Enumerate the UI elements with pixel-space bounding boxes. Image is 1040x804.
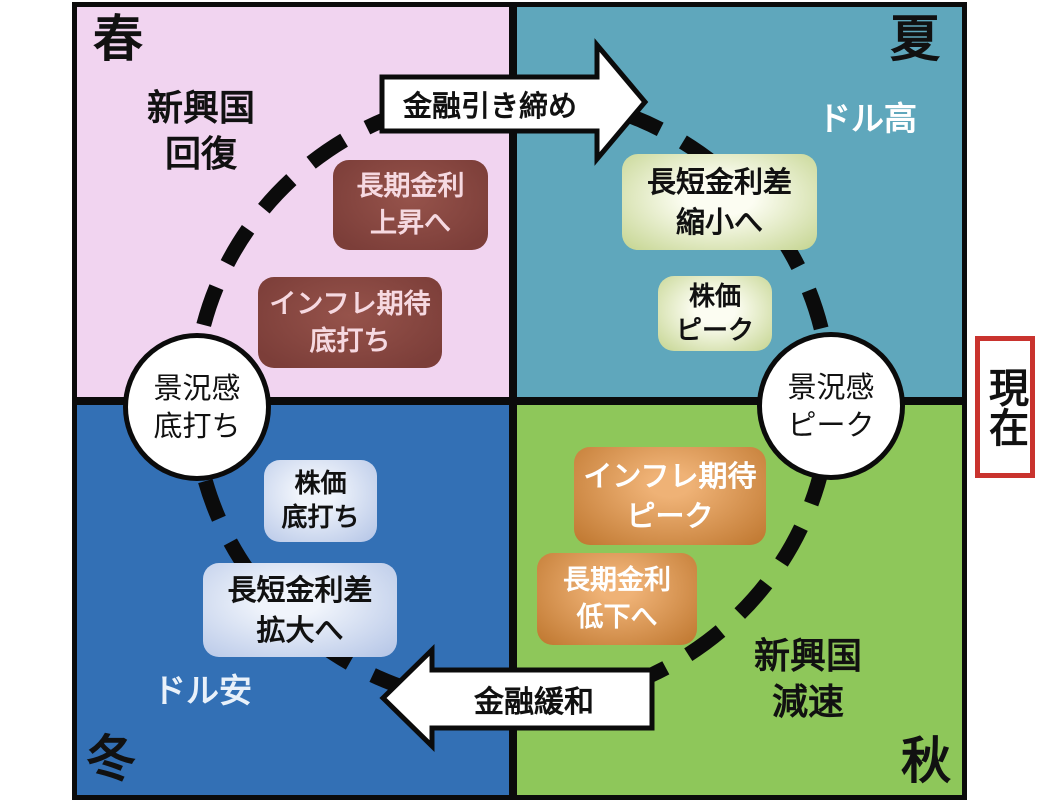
arrow-tightening-shape	[379, 38, 649, 166]
season-label-winter: 冬	[86, 730, 136, 788]
milestone-sentiment-peak: 景況感 ピーク	[757, 332, 905, 480]
box-inflation-peak: インフレ期待 ピーク	[574, 447, 766, 545]
arrow-easing-label: 金融緩和	[474, 685, 594, 720]
horizontal-divider	[72, 397, 967, 405]
box-long-rate-fall: 長期金利 低下へ	[537, 553, 697, 645]
box-inflation-bottom: インフレ期待 底打ち	[258, 277, 442, 368]
current-marker: 現在	[975, 336, 1035, 478]
arrow-easing-shape	[379, 644, 655, 752]
season-label-spring: 春	[93, 10, 143, 68]
box-stock-peak: 株価 ピーク	[658, 276, 772, 351]
label-emerging-recovery: 新興国 回復	[146, 88, 255, 175]
box-spread-narrow: 長短金利差 縮小へ	[622, 154, 817, 250]
season-label-summer: 夏	[890, 10, 940, 68]
arrow-tightening-label: 金融引き締め	[402, 89, 577, 123]
box-stock-bottom: 株価 底打ち	[264, 460, 377, 542]
season-label-autumn: 秋	[901, 732, 951, 790]
milestone-sentiment-bottom: 景況感 底打ち	[123, 333, 271, 481]
box-spread-widen: 長短金利差 拡大へ	[203, 563, 397, 657]
label-dollar-strong: ドル高	[818, 99, 917, 138]
label-dollar-weak: ドル安	[153, 671, 252, 710]
label-emerging-slowdown: 新興国 減速	[753, 636, 862, 723]
box-long-rate-rise: 長期金利 上昇へ	[333, 160, 488, 250]
